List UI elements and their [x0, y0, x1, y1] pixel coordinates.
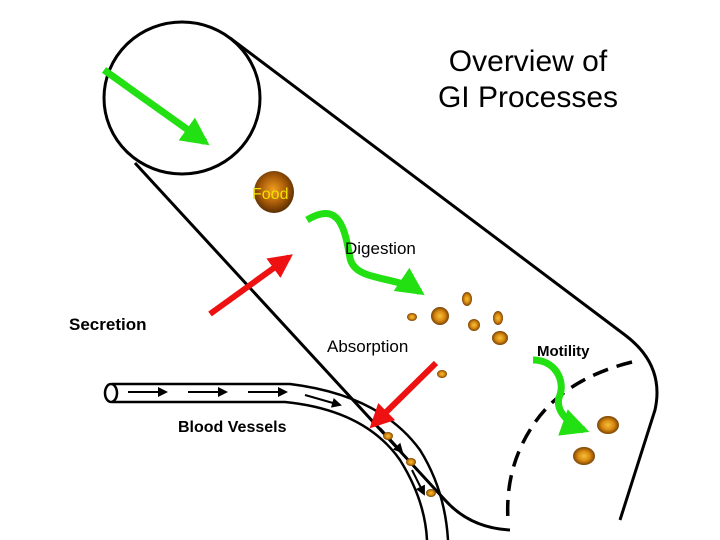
motility-label: Motility [537, 343, 590, 360]
digestion-label: Digestion [345, 239, 416, 258]
vessel-lower-wall [112, 400, 429, 540]
blood-vessels-label: Blood Vessels [178, 419, 287, 436]
tube-cross-section [505, 360, 633, 521]
food-particle [493, 311, 503, 325]
food-particles [383, 292, 619, 497]
absorption-label: Absorption [327, 337, 409, 356]
food-particle [431, 307, 449, 325]
secretion-arrow [208, 254, 293, 317]
flow-arrow [304, 394, 342, 408]
vessel-opening [103, 382, 119, 404]
tube-lower-wall [133, 161, 511, 532]
absorption-arrow [369, 360, 439, 429]
flow-arrow [379, 427, 404, 454]
food-particle [426, 489, 436, 497]
ingestion-arrow [101, 67, 210, 146]
food-particle [597, 416, 619, 434]
food-particle [468, 319, 480, 331]
food-particle [407, 313, 417, 321]
diagram-title: Overview of GI Processes [428, 44, 628, 116]
food-particle [492, 331, 508, 345]
gi-tube [102, 20, 659, 532]
title-line-2: GI Processes [437, 81, 619, 114]
tube-upper-wall [229, 36, 659, 521]
food-particle [406, 458, 416, 466]
food-ball [254, 171, 294, 213]
motility-arrow [532, 356, 590, 436]
food-particle [437, 370, 447, 378]
food-particle [462, 292, 472, 306]
digestion-arrow [305, 210, 425, 296]
title-line-1: Overview of [448, 45, 608, 78]
vessel-upper-wall [112, 382, 450, 540]
food-label: Food [252, 186, 289, 203]
tube-opening [102, 20, 262, 176]
flow-arrow [411, 469, 425, 496]
food-particle [573, 447, 595, 465]
food-particle [383, 432, 393, 440]
secretion-label: Secretion [69, 315, 147, 334]
blood-vessel [103, 382, 450, 540]
